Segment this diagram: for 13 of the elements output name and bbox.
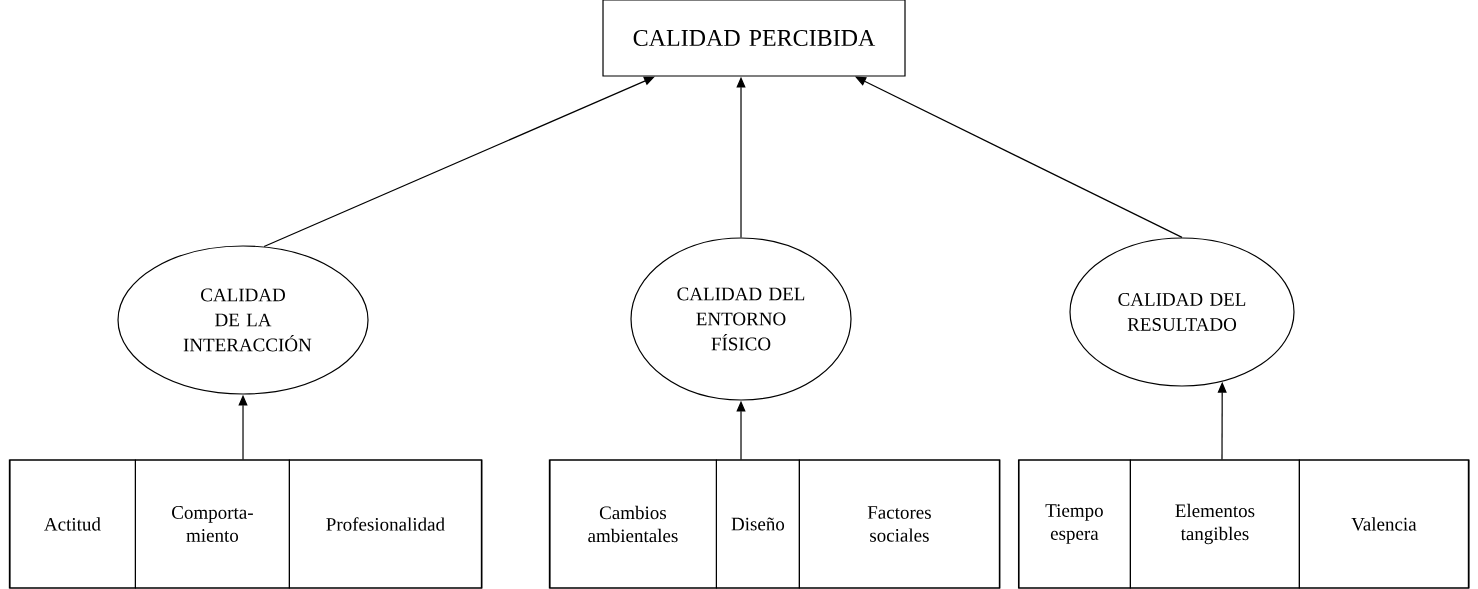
- table-cell: Cambios ambientales: [548, 459, 717, 589]
- table-cell: Valencia: [1298, 459, 1469, 589]
- table-cell: Factores sociales: [798, 459, 1000, 589]
- table-cell: Tiempo espera: [1017, 459, 1131, 589]
- arrow: [263, 76, 655, 248]
- table-cell: Elementos tangibles: [1129, 459, 1300, 589]
- table-cell: Comporta- miento: [134, 459, 291, 589]
- table-cell: Profesionalidad: [288, 459, 482, 589]
- title-box: CALIDAD PERCIBIDA: [602, 0, 906, 77]
- table-cell: Actitud: [8, 459, 136, 589]
- arrow: [855, 76, 1183, 238]
- table-cell: Diseño: [715, 459, 800, 589]
- table-box: [1018, 459, 1470, 589]
